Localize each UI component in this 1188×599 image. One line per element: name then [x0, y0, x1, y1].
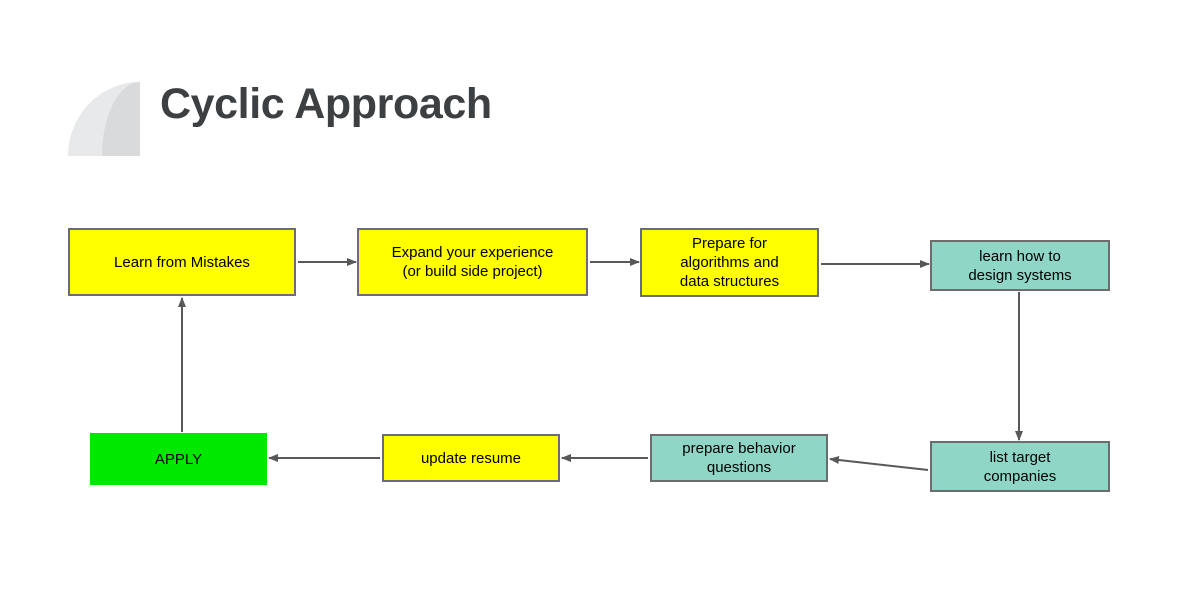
page-title: Cyclic Approach: [160, 80, 492, 128]
edge-list-to-behavior: [829, 456, 929, 471]
flow-node-list-target-companies[interactable]: list target companies: [930, 441, 1110, 492]
flow-node-learn-design-systems[interactable]: learn how to design systems: [930, 240, 1110, 291]
flow-node-prepare-behavior[interactable]: prepare behavior questions: [650, 434, 828, 482]
flow-node-apply[interactable]: APPLY: [90, 433, 267, 485]
quarter-circle-logo: [68, 82, 140, 156]
flow-node-update-resume[interactable]: update resume: [382, 434, 560, 482]
flow-node-learn-from-mistakes[interactable]: Learn from Mistakes: [68, 228, 296, 296]
flow-node-expand-experience[interactable]: Expand your experience (or build side pr…: [357, 228, 588, 296]
flow-node-prepare-algorithms[interactable]: Prepare for algorithms and data structur…: [640, 228, 819, 297]
